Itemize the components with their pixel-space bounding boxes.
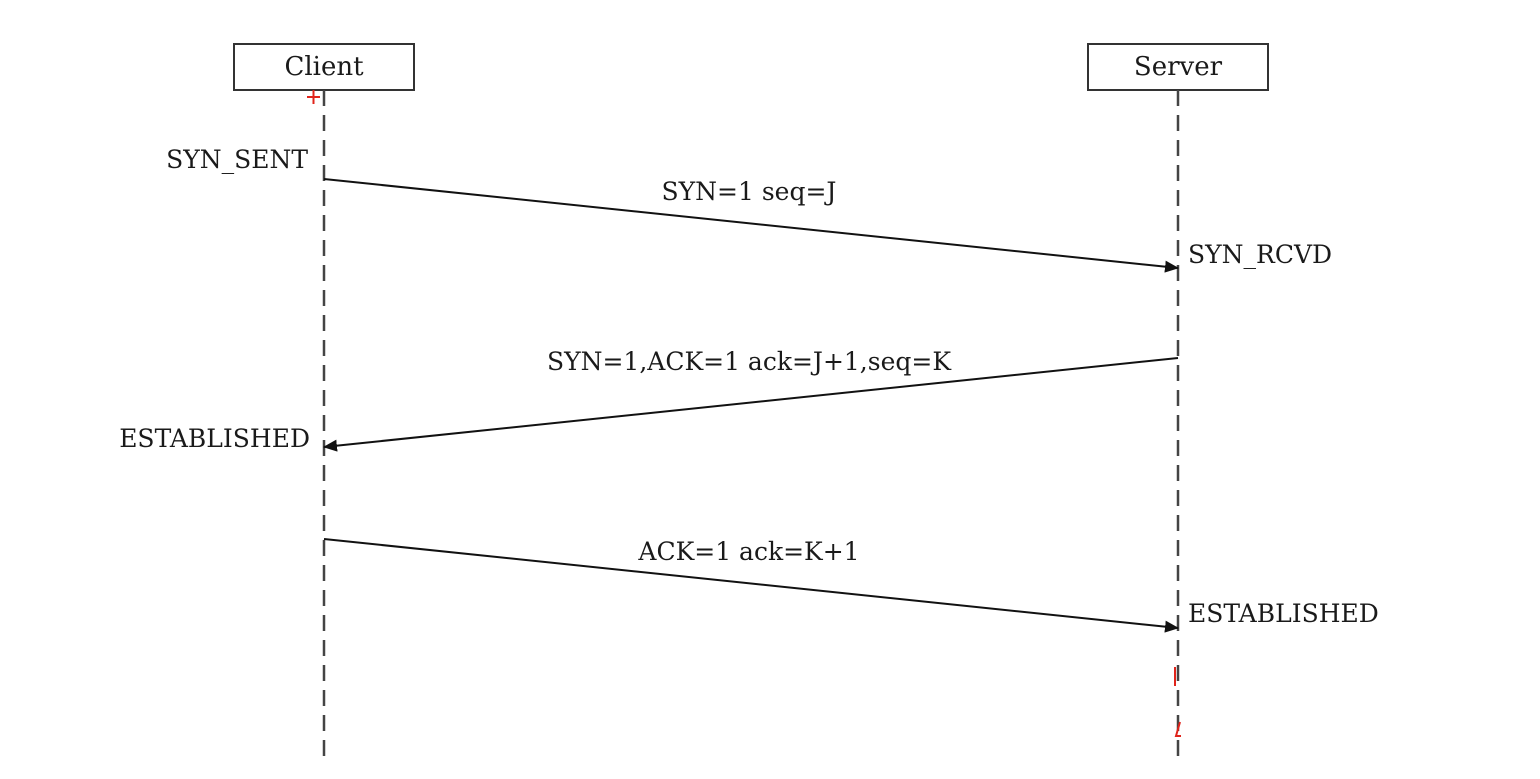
message-arrow-syn-ack	[323, 357, 1179, 452]
server-state-syn-rcvd: SYN_RCVD	[1188, 240, 1332, 269]
server-actor-label: Server	[1134, 52, 1223, 82]
message-arrow-syn	[323, 178, 1179, 273]
server-actor-box	[1087, 43, 1269, 91]
client-actor-box	[233, 43, 415, 91]
client-actor: Client	[233, 43, 415, 91]
cursor-crosshair-icon	[307, 90, 320, 104]
message-arrow-ack	[323, 538, 1179, 633]
red-mark-artifact	[1174, 667, 1181, 737]
server-actor: Server	[1087, 43, 1269, 91]
client-actor-label: Client	[284, 52, 364, 82]
message-label-syn: SYN=1 seq=J	[662, 177, 837, 206]
client-state-established: ESTABLISHED	[119, 424, 310, 453]
message-label-ack: ACK=1 ack=K+1	[637, 537, 859, 566]
server-state-established: ESTABLISHED	[1188, 599, 1379, 628]
message-label-syn-ack: SYN=1,ACK=1 ack=J+1,seq=K	[547, 347, 952, 376]
client-state-syn-sent: SYN_SENT	[166, 145, 308, 174]
